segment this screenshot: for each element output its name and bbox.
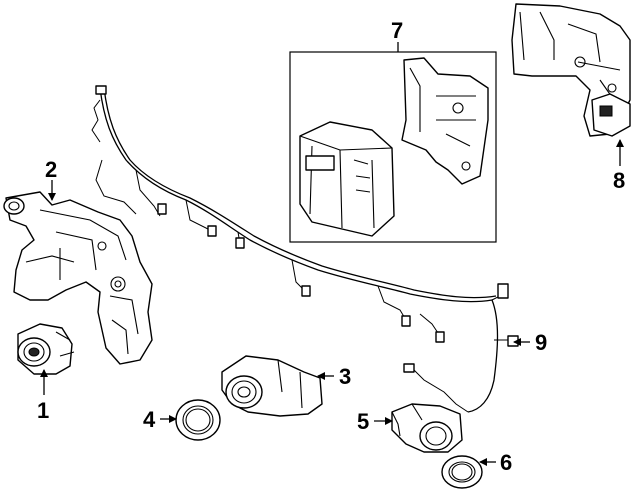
callout-5: 5 <box>357 409 369 434</box>
part-8-bracket[interactable] <box>511 3 631 137</box>
wiring-harness[interactable] <box>91 85 519 413</box>
callout-4: 4 <box>143 407 156 432</box>
module-group-frame <box>289 51 497 243</box>
part-2-bracket[interactable] <box>3 191 153 365</box>
callout-8: 8 <box>613 168 625 193</box>
part-4-ring[interactable] <box>175 399 221 441</box>
part-5-sensor[interactable] <box>391 403 463 453</box>
part-3-sensor[interactable] <box>221 355 323 417</box>
callout-1: 1 <box>37 398 49 423</box>
part-1-sensor[interactable] <box>17 323 75 375</box>
callout-9: 9 <box>535 330 547 355</box>
callout-6: 6 <box>500 450 512 475</box>
part-6-ring[interactable] <box>441 455 483 489</box>
callout-3: 3 <box>339 364 351 389</box>
part-7-control-module[interactable] <box>299 57 489 237</box>
callout-7: 7 <box>391 18 403 43</box>
callout-2: 2 <box>45 157 57 182</box>
